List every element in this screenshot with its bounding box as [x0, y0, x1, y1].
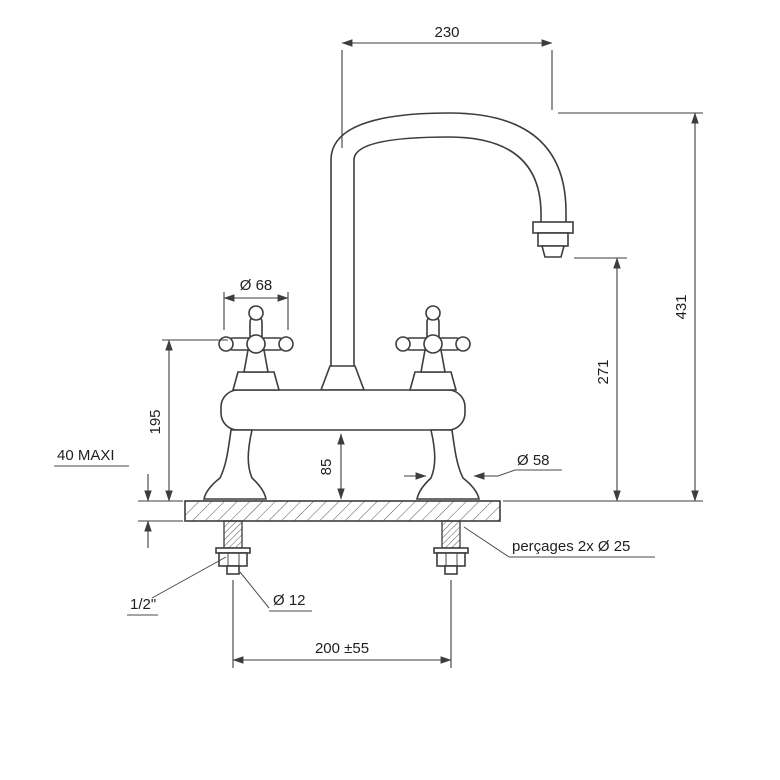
dim-base-diameter: Ø 58	[404, 452, 562, 480]
spout-outlet	[532, 221, 574, 258]
note-drilling-label: perçages 2x Ø 25	[512, 538, 630, 555]
dim-base-diameter-label: Ø 58	[517, 452, 550, 469]
dim-overall-height-label: 431	[673, 294, 690, 319]
left-shank	[215, 520, 251, 575]
right-handle	[395, 305, 471, 391]
dim-handle-diameter: Ø 68	[223, 277, 289, 330]
right-leg	[416, 429, 480, 500]
faucet-outline	[184, 112, 574, 575]
dim-body-clearance: 85	[318, 433, 345, 500]
dim-handle-diameter-label: Ø 68	[240, 277, 273, 294]
left-cross-handle-hub	[246, 334, 266, 354]
spout-outer-curve	[330, 112, 567, 368]
dim-centre-distance: 200 ±55	[232, 580, 452, 668]
dim-centre-distance-label: 200 ±55	[315, 640, 369, 657]
dim-handle-height: 195	[147, 339, 228, 502]
right-tailpiece	[444, 565, 458, 575]
dim-spout-reach: 230	[341, 24, 553, 148]
dim-handle-height-label: 195	[147, 409, 164, 434]
bridge-body	[220, 389, 466, 431]
right-cross-handle-hub	[423, 334, 443, 354]
left-handle	[218, 305, 294, 391]
deck-plate	[184, 500, 501, 522]
left-leg	[203, 429, 267, 500]
dim-tail-diameter: Ø 12	[239, 571, 312, 612]
dim-tail-diameter-label: Ø 12	[273, 592, 306, 609]
right-nut	[436, 552, 466, 567]
dim-spout-reach-label: 230	[434, 24, 459, 41]
dim-overall-height: 431	[503, 112, 703, 502]
spout-inner-curve	[353, 136, 542, 368]
dim-spout-outlet-height: 271	[574, 257, 627, 502]
right-shank	[433, 520, 469, 575]
left-tailpiece	[226, 565, 240, 575]
left-handle-bonnet	[231, 371, 281, 391]
dim-body-clearance-label: 85	[318, 459, 335, 476]
dim-deck-thickness-label: 40 MAXI	[57, 447, 115, 464]
dim-deck-thickness: 40 MAXI	[54, 447, 183, 548]
dim-spout-outlet-height-label: 271	[595, 359, 612, 384]
note-inlet-thread-label: 1/2"	[130, 596, 156, 613]
left-nut	[218, 552, 248, 567]
right-handle-bonnet	[408, 371, 458, 391]
column-collar	[319, 365, 366, 391]
note-drilling: perçages 2x Ø 25	[463, 526, 655, 558]
note-inlet-thread: 1/2"	[127, 556, 227, 616]
